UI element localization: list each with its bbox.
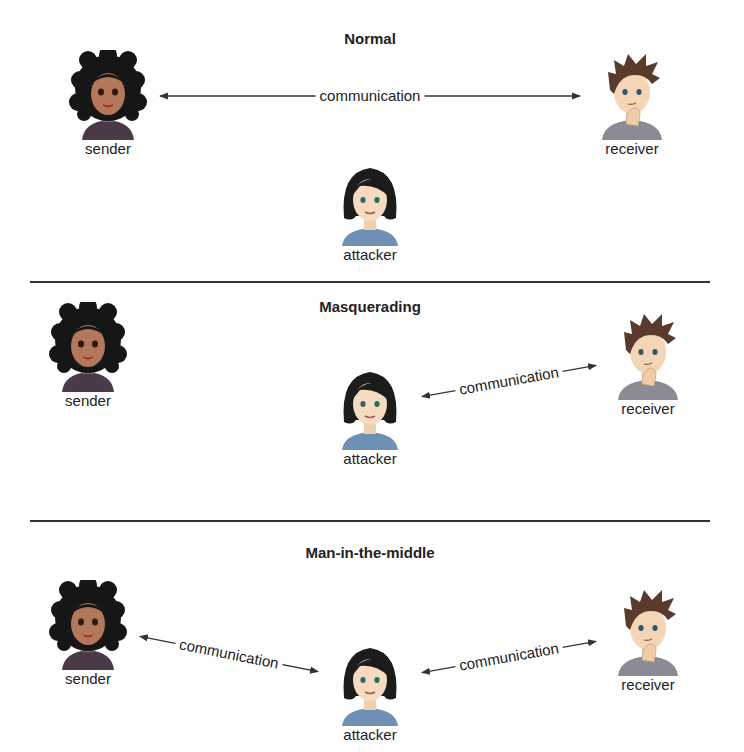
person-illustration <box>68 50 148 140</box>
person-illustration <box>592 50 672 140</box>
person-illustration <box>330 360 410 450</box>
person-node: receiver <box>602 586 694 694</box>
person-illustration <box>48 302 128 392</box>
person-illustration <box>608 586 688 676</box>
person-node: attacker <box>324 636 416 744</box>
person-label: attacker <box>343 246 396 263</box>
person-label: receiver <box>621 676 674 693</box>
panel-heading: Man-in-the-middle <box>30 544 710 561</box>
panel-heading: Normal <box>30 30 710 47</box>
person-node: sender <box>42 580 134 688</box>
person-node: receiver <box>586 50 678 158</box>
person-label: receiver <box>621 400 674 417</box>
edge-label: communication <box>454 639 564 676</box>
person-node: attacker <box>324 156 416 264</box>
person-label: receiver <box>605 140 658 157</box>
person-illustration <box>48 580 128 670</box>
edge-label: communication <box>174 635 284 674</box>
panel-heading: Masquerading <box>30 298 710 315</box>
person-label: attacker <box>343 450 396 467</box>
panel-band: Normal sender receiver attacker <box>30 0 710 283</box>
edge-label: communication <box>316 87 425 105</box>
person-label: sender <box>85 140 131 157</box>
person-illustration <box>330 156 410 246</box>
person-node: receiver <box>602 310 694 418</box>
person-label: attacker <box>343 726 396 743</box>
panel-band: Masquerading sender attacker receiver <box>30 283 710 522</box>
person-label: sender <box>65 670 111 687</box>
person-node: sender <box>62 50 154 158</box>
person-label: sender <box>65 392 111 409</box>
person-node: attacker <box>324 360 416 468</box>
edge-label: communication <box>454 363 564 400</box>
person-node: sender <box>42 302 134 410</box>
person-illustration <box>608 310 688 400</box>
panel-band: Man-in-the-middle sender attacker receiver <box>30 522 710 752</box>
person-illustration <box>330 636 410 726</box>
